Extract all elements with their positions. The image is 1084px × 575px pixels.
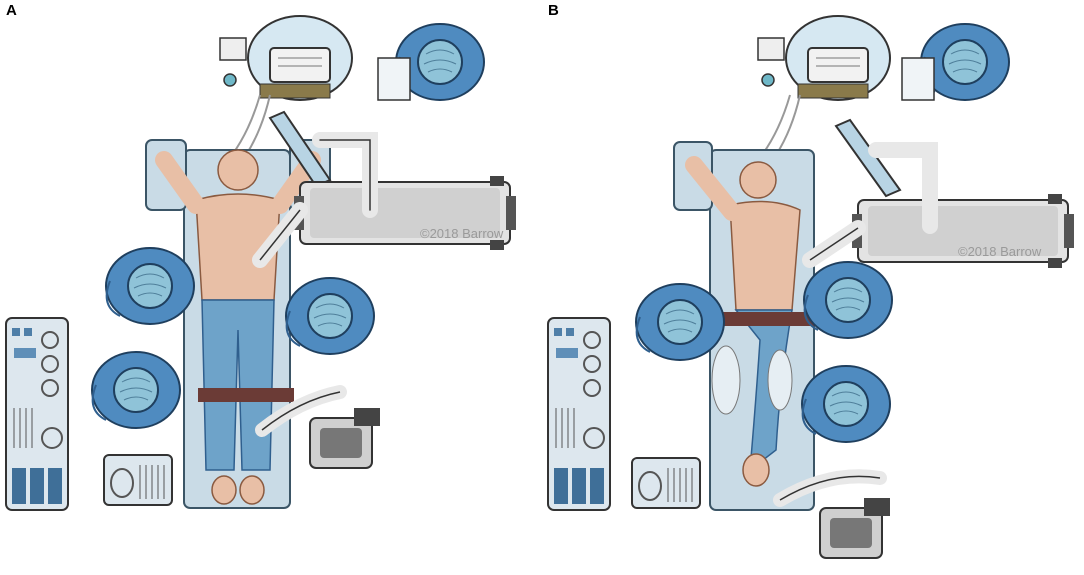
panel-a: ©2018 Barrow: [5, 15, 517, 511]
instrument-tray-small-a: [103, 454, 173, 506]
anesthesia-station-b: [757, 15, 891, 101]
anesthesiologist-a: [377, 23, 485, 101]
surgeon-left-top-a: [105, 247, 195, 325]
surgeon-right-bottom-b: [801, 365, 891, 443]
surgeon-left-b: [635, 283, 725, 361]
anesthesia-station-a: [219, 15, 353, 101]
surgeon-console-seat-b: [773, 469, 891, 559]
robot-b: ©2018 Barrow: [802, 142, 1075, 269]
monitor-b: [834, 118, 902, 198]
watermark-b: ©2018 Barrow: [958, 244, 1042, 259]
instrument-tray-large-a: [5, 317, 69, 511]
instrument-tray-small-b: [631, 457, 701, 509]
instrument-tray-large-b: [547, 317, 611, 511]
surgeon-console-seat-a: [255, 385, 381, 469]
robot-a: ©2018 Barrow: [252, 132, 517, 268]
panel-b: ©2018 Barrow: [547, 15, 1075, 559]
panel-label-a: A: [6, 2, 17, 19]
anesthesiologist-b: [901, 23, 1010, 101]
patient-lateral-b: [685, 156, 814, 487]
watermark-a: ©2018 Barrow: [420, 226, 504, 241]
patient-prone-a: [155, 149, 321, 505]
surgeon-left-bottom-a: [91, 351, 181, 429]
surgeon-right-top-b: [803, 261, 893, 339]
monitor-a: [268, 110, 332, 188]
panel-label-b: B: [548, 2, 559, 19]
surgeon-right-a: [285, 277, 375, 355]
